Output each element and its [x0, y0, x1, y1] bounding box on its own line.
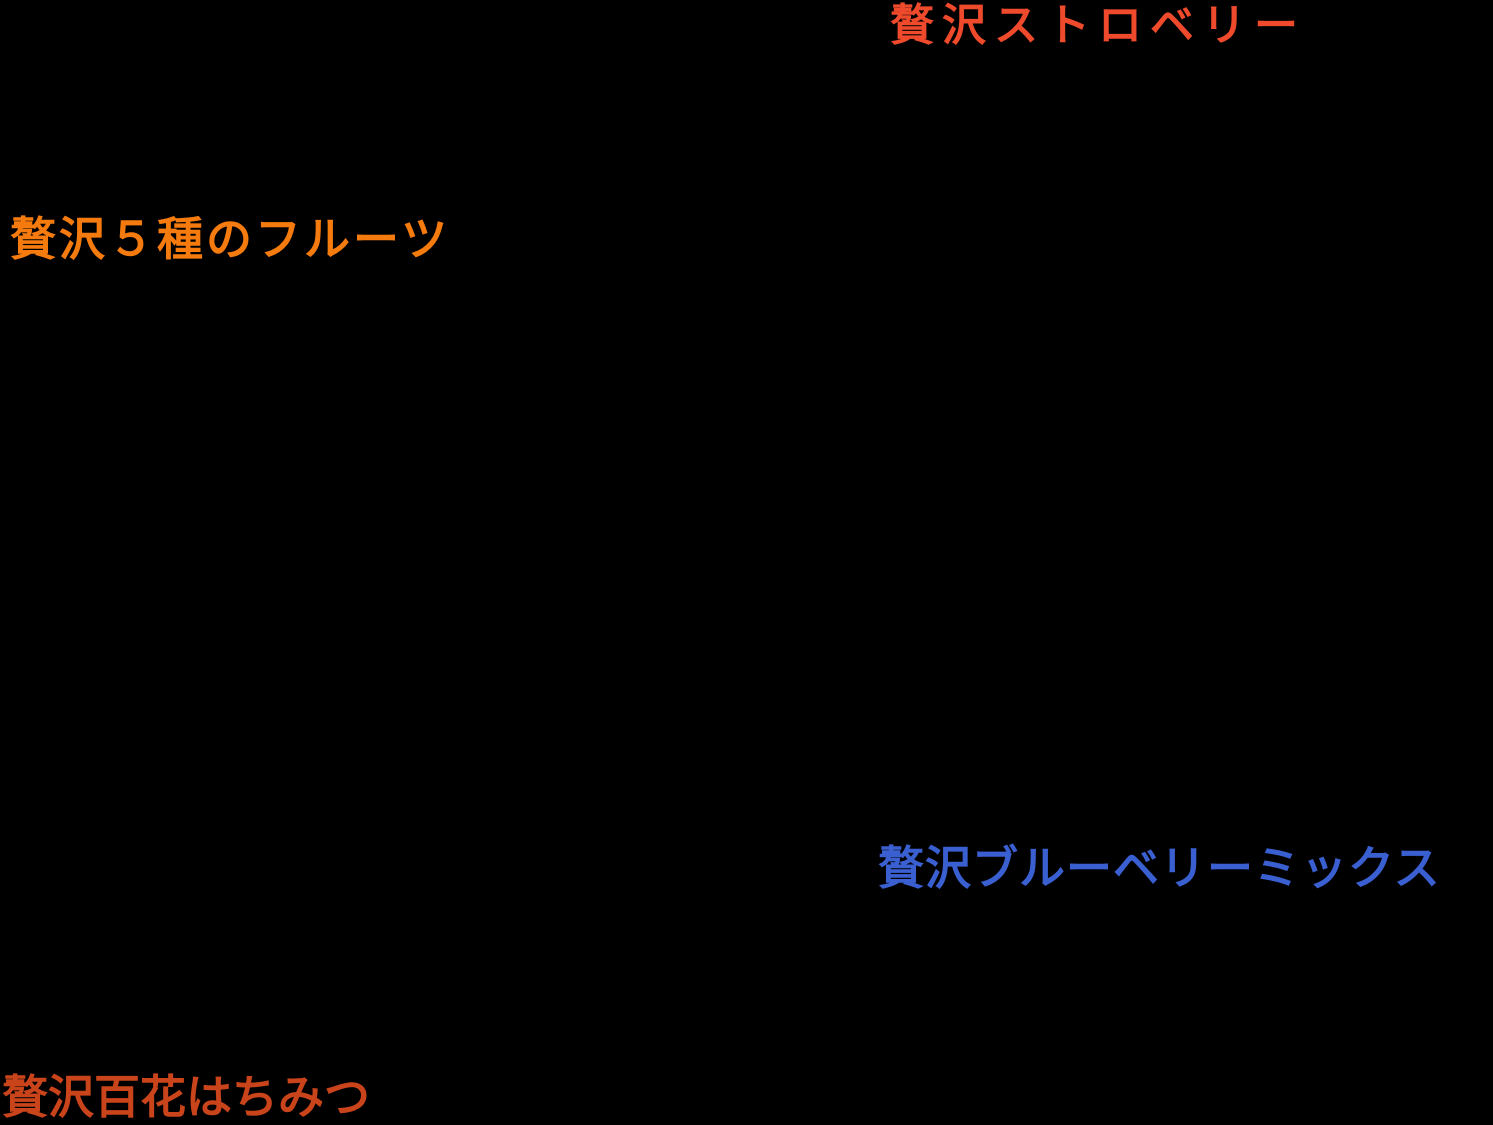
label-luxury-strawberry: 贅沢ストロベリー [890, 0, 1306, 51]
label-luxury-blueberry-mix: 贅沢ブルーベリーミックス [878, 841, 1441, 895]
label-luxury-wildflower-honey: 贅沢百花はちみつ [2, 1070, 370, 1124]
label-luxury-five-fruits: 贅沢５種のフルーツ [10, 212, 451, 266]
